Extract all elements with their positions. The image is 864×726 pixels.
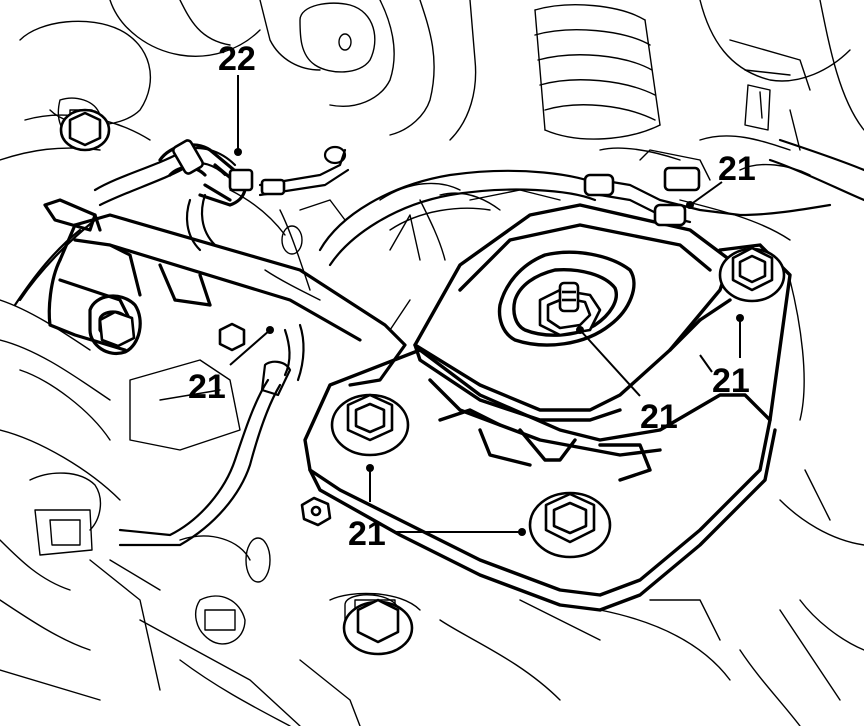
leader-lines <box>229 75 741 533</box>
hose-fitting-right <box>583 166 701 227</box>
leader-21-left <box>229 329 271 366</box>
plate-bolt-lower <box>528 491 612 559</box>
small-bolt-center-left <box>218 322 246 352</box>
callout-21-left: 21 <box>188 368 226 406</box>
leader-dots <box>234 148 744 536</box>
leader-21-top-right <box>689 181 723 206</box>
callout-21-right: 21 <box>712 362 750 400</box>
bottom-bolt <box>342 598 414 656</box>
callout-22: 22 <box>218 40 256 78</box>
callout-21-top-right: 21 <box>718 150 756 188</box>
callout-21-bottom: 21 <box>348 515 386 553</box>
top-left-bolt <box>59 108 111 152</box>
fasteners <box>59 108 786 656</box>
leader-21-right-lower <box>699 354 713 373</box>
engine-mount-body <box>303 203 792 612</box>
torque-arm-bracket <box>43 143 407 387</box>
hoses-and-cables <box>13 138 864 547</box>
right-top-bolt <box>718 246 786 303</box>
hose-clamps <box>172 139 286 196</box>
center-stud-nut <box>538 281 602 337</box>
plate-bolt-upper-left <box>330 393 410 457</box>
callout-21-center: 21 <box>640 398 678 436</box>
small-nut-left <box>300 496 332 527</box>
callout-labels: 22 21 21 21 21 21 <box>188 40 756 553</box>
bracket-bolt <box>98 310 136 348</box>
leader-21-center <box>579 329 641 397</box>
